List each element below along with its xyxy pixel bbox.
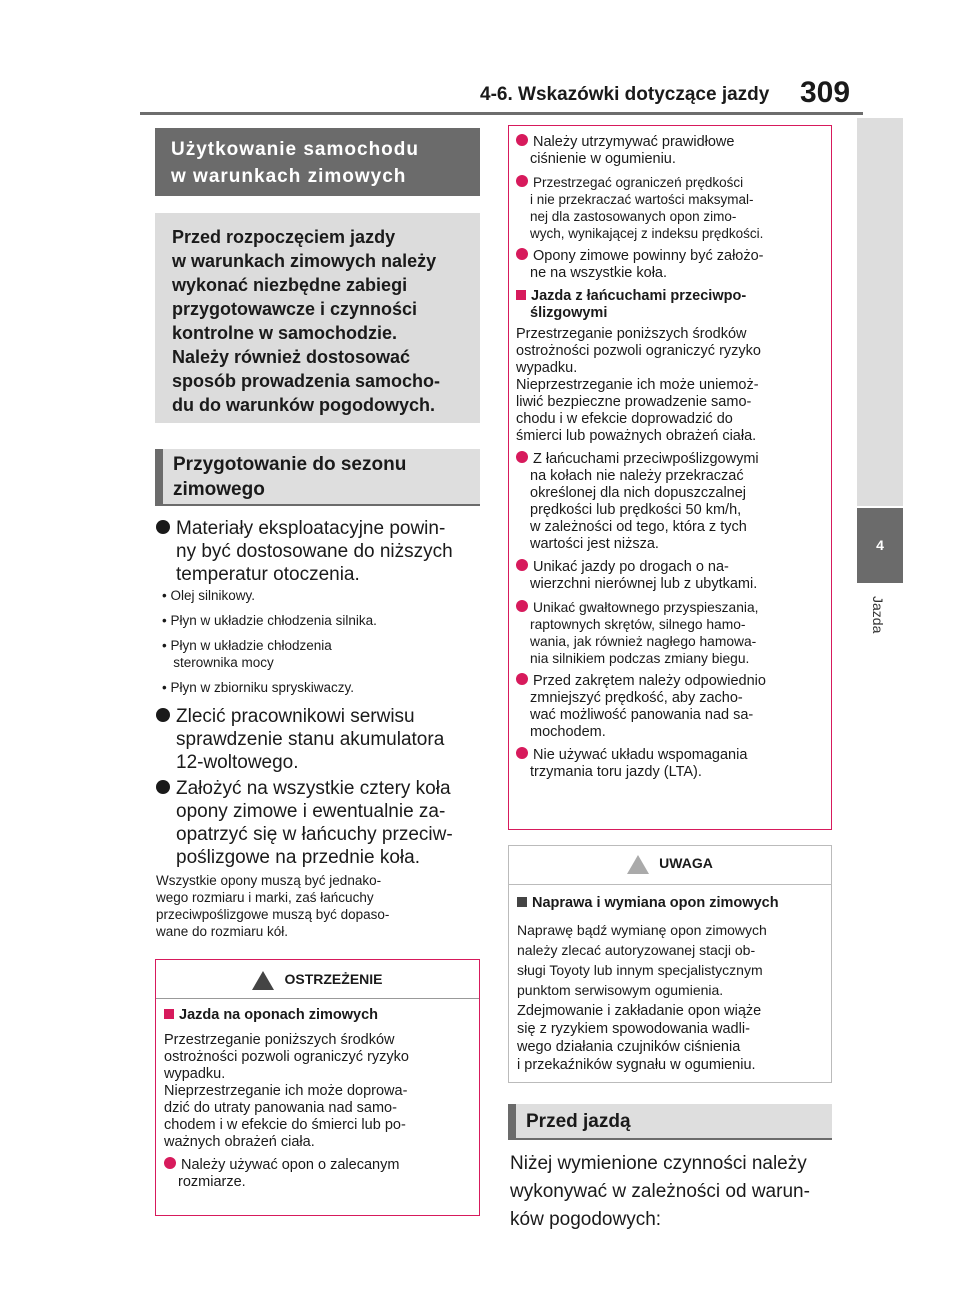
bullet-icon (164, 1157, 176, 1170)
warning-subheading: Jazda na oponach zimowych (164, 1007, 479, 1024)
chains-heading: Jazda z łańcuchami przeciwpo- ślizgowymi (516, 288, 831, 322)
warning-triangle-icon (252, 971, 275, 990)
warning-header-text: OSTRZEŻENIE (284, 971, 383, 988)
caution-item-text: Przed zakrętem należy odpowiednio zmniej… (530, 673, 766, 740)
bullet-icon (516, 673, 528, 686)
notice-text-2: Zdejmowanie i zakładanie opon wiąże się … (517, 1003, 762, 1073)
caution-item-text: Opony zimowe powinny być założo- ne na w… (530, 248, 764, 281)
caution-item-text: Unikać gwałtownego przyspieszania, rapto… (530, 600, 759, 666)
caution-continued-box: Należy utrzymywać prawidłowe ciśnienie w… (508, 125, 832, 830)
caution-item: Unikać gwałtownego przyspieszania, rapto… (516, 599, 831, 667)
caution-item: Przed zakrętem należy odpowiednio zmniej… (516, 673, 831, 741)
subsection-underline (155, 504, 480, 506)
notice-divider (509, 884, 831, 885)
warning-header: OSTRZEŻENIE (156, 971, 479, 990)
chains-text: Przestrzeganie poniższych środków ostroż… (516, 326, 761, 444)
intro-box: Przed rozpoczęciem jazdy w warunkach zim… (155, 213, 480, 423)
caution-item: Nie używać układu wspomagania trzymania … (516, 747, 831, 781)
bullet-icon (516, 600, 528, 613)
bullet-fluids: Materiały eksploatacyjne powin- ny być d… (156, 517, 486, 586)
side-tab-chapter-number: 4 (857, 508, 903, 583)
caution-item: Z łańcuchami przeciwpoślizgowymi na koła… (516, 451, 831, 553)
bullet-icon (156, 519, 170, 534)
bullet-icon (516, 175, 528, 188)
section-title: 4-6. Wskazówki dotyczące jazdy (480, 84, 770, 105)
bullet-icon (516, 559, 528, 572)
bullet-icon (516, 451, 528, 464)
warning-bullet: Należy używać opon o zalecanym rozmiarze… (164, 1157, 479, 1191)
notice-triangle-icon (627, 855, 650, 874)
bullet-icon (516, 248, 528, 261)
bullet-icon (516, 134, 528, 147)
page-number: 309 (800, 76, 851, 109)
caution-item: Należy utrzymywać prawidłowe ciśnienie w… (516, 134, 831, 168)
caution-item: Opony zimowe powinny być założo- ne na w… (516, 248, 831, 282)
warning-bullet-text: Należy używać opon o zalecanym rozmiarze… (178, 1157, 400, 1190)
warning-subheading-text: Jazda na oponach zimowych (179, 1007, 379, 1023)
warning-box: OSTRZEŻENIE Jazda na oponach zimowych Pr… (155, 959, 480, 1216)
subsection-title: Przygotowanie do sezonu zimowego (155, 449, 480, 504)
bullet-fluids-text: Materiały eksploatacyjne powin- ny być d… (176, 518, 453, 585)
tires-note: Wszystkie opony muszą być jednako- wego … (156, 873, 390, 939)
caution-item: Unikać jazdy po drogach o na- wierzchni … (516, 559, 831, 593)
header-rule (140, 112, 863, 115)
przed-jazda-text: Niżej wymienione czynności należy wykony… (510, 1153, 810, 1230)
square-bullet-icon (517, 897, 527, 908)
side-tab-label: Jazda (870, 596, 886, 634)
notice-box: UWAGA Naprawa i wymiana opon zimowych Na… (508, 845, 832, 1083)
caution-item-text: Z łańcuchami przeciwpoślizgowymi na koła… (530, 451, 759, 552)
notice-subheading: Naprawa i wymiana opon zimowych (517, 895, 831, 912)
list-item: • Płyn w zbiorniku spryskiwaczy. (162, 680, 355, 695)
square-bullet-icon (164, 1009, 174, 1020)
bullet-icon (156, 707, 170, 722)
main-section-title: Użytkowanie samochodu w warunkach zimowy… (155, 128, 480, 196)
warning-text: Przestrzeganie poniższych środków ostroż… (164, 1032, 409, 1150)
notice-header-text: UWAGA (659, 855, 713, 872)
bullet-battery: Zlecić pracownikowi serwisu sprawdzenie … (156, 705, 486, 774)
list-item: • Płyn w układzie chłodzenia sterownika … (162, 638, 332, 670)
bullet-tires-text: Założyć na wszystkie cztery koła opony z… (176, 778, 453, 868)
caution-item-text: Przestrzegać ograniczeń prędkości i nie … (530, 175, 764, 241)
chains-heading-text: Jazda z łańcuchami przeciwpo- ślizgowymi (530, 288, 747, 321)
list-item: • Płyn w układzie chłodzenia silnika. (162, 613, 377, 628)
przed-jazda-underline (508, 1138, 832, 1140)
notice-subheading-text: Naprawa i wymiana opon zimowych (532, 895, 779, 911)
square-bullet-icon (516, 290, 526, 301)
side-tab-background (857, 118, 903, 506)
fluids-list: • Olej silnikowy. • Płyn w układzie chło… (162, 587, 482, 696)
notice-header: UWAGA (509, 855, 831, 874)
notice-text-1: Naprawę bądź wymianę opon zimowych należ… (517, 922, 767, 998)
bullet-tires: Założyć na wszystkie cztery koła opony z… (156, 777, 486, 869)
bullet-icon (516, 747, 528, 760)
list-item: • Olej silnikowy. (162, 588, 255, 603)
caution-item: Przestrzegać ograniczeń prędkości i nie … (516, 174, 831, 242)
bullet-icon (156, 779, 170, 794)
przed-jazda-title: Przed jazdą (508, 1104, 832, 1138)
caution-item-text: Nie używać układu wspomagania trzymania … (530, 747, 748, 780)
bullet-battery-text: Zlecić pracownikowi serwisu sprawdzenie … (176, 706, 445, 773)
caution-item-text: Należy utrzymywać prawidłowe ciśnienie w… (530, 134, 735, 167)
warning-divider (156, 998, 479, 999)
caution-item-text: Unikać jazdy po drogach o na- wierzchni … (530, 559, 758, 592)
